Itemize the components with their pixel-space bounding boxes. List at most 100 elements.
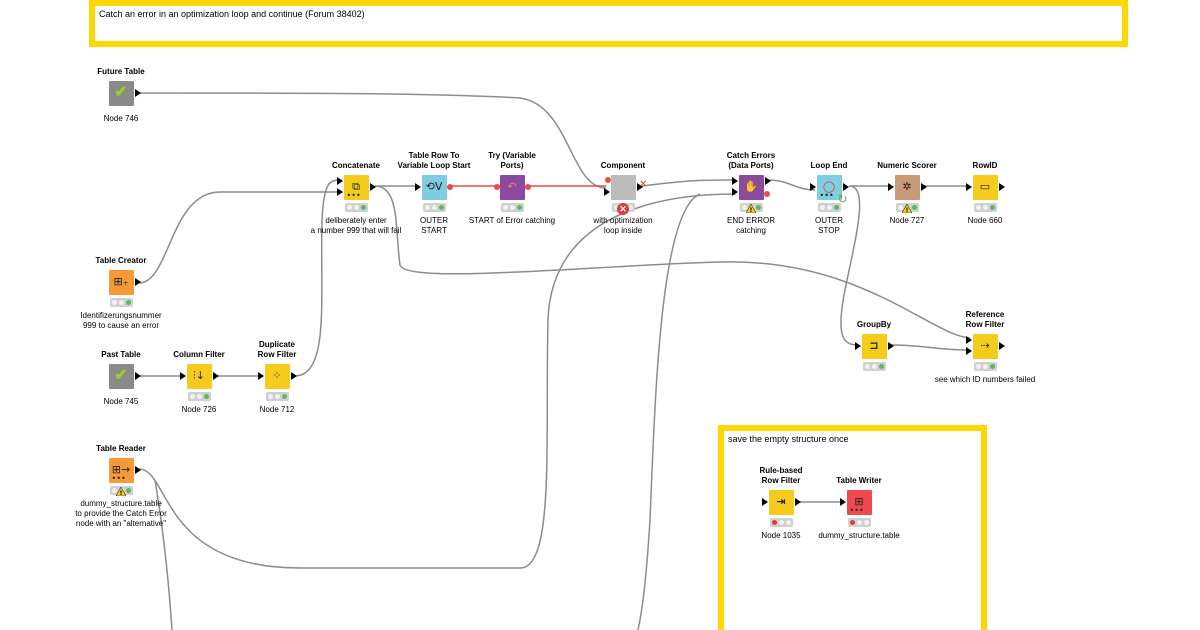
node-icon[interactable]: ▭ bbox=[965, 175, 1005, 200]
node-table-row-to-variable-loop-start[interactable]: Table Row To Variable Loop Start ⟲V OUTE… bbox=[379, 151, 489, 236]
node-icon[interactable]: ⟲V bbox=[414, 175, 453, 200]
input-port[interactable] bbox=[336, 188, 343, 196]
workflow-annotation-save-structure[interactable]: save the empty structure once bbox=[718, 425, 987, 630]
input-port[interactable] bbox=[965, 336, 972, 344]
output-port[interactable] bbox=[134, 466, 141, 474]
node-icon[interactable]: ◯ ••• ↻ bbox=[809, 175, 849, 206]
variable-input-port[interactable] bbox=[604, 177, 611, 183]
output-port[interactable] bbox=[134, 89, 141, 97]
loop-start-icon: ⟲V bbox=[425, 180, 443, 193]
svg-text:!: ! bbox=[906, 207, 909, 213]
variable-output-port[interactable] bbox=[524, 184, 531, 190]
node-reference-row-filter[interactable]: Reference Row Filter ⇢ see which ID numb… bbox=[930, 310, 1040, 385]
node-icon[interactable]: ↶ bbox=[493, 175, 531, 200]
input-port[interactable] bbox=[854, 342, 861, 350]
input-port[interactable] bbox=[603, 188, 610, 196]
node-icon[interactable]: ✔ bbox=[108, 81, 141, 106]
rule-filter-icon: ⇥ bbox=[776, 495, 786, 508]
node-label: Node 712 bbox=[259, 405, 295, 414]
variable-input-port[interactable] bbox=[493, 184, 500, 190]
node-label: with optimization loop inside bbox=[593, 216, 653, 235]
node-loop-end[interactable]: Loop End ◯ ••• ↻ OUTER STOP bbox=[774, 161, 884, 236]
output-port[interactable] bbox=[290, 372, 297, 380]
node-icon[interactable]: ⫶↓ bbox=[179, 364, 219, 389]
node-label: dummy_structure.table to provide the Cat… bbox=[75, 499, 167, 528]
input-port[interactable] bbox=[414, 183, 421, 191]
node-catch-errors[interactable]: Catch Errors (Data Ports) ✋ ! END ERROR … bbox=[696, 151, 806, 236]
node-title: Loop End bbox=[810, 161, 848, 170]
node-column-filter[interactable]: Column Filter ⫶↓ Node 726 bbox=[144, 350, 254, 415]
output-port[interactable] bbox=[887, 342, 894, 350]
node-icon[interactable]: ⇥ bbox=[761, 490, 801, 515]
input-port[interactable] bbox=[839, 498, 846, 506]
output-port[interactable] bbox=[764, 177, 771, 185]
input-port[interactable] bbox=[257, 372, 264, 380]
node-label: END ERROR catching bbox=[726, 216, 775, 235]
node-rowid[interactable]: RowID ▭ Node 660 bbox=[930, 161, 1040, 226]
input-port[interactable] bbox=[761, 498, 768, 506]
table-creator-icon: ⊞₊ bbox=[113, 275, 129, 288]
workflow-annotation-title[interactable]: Catch an error in an optimization loop a… bbox=[89, 0, 1128, 47]
output-port[interactable] bbox=[920, 183, 927, 191]
variable-output-port[interactable] bbox=[446, 184, 453, 190]
node-label: Identifizerungsnummer 999 to cause an er… bbox=[80, 311, 162, 330]
check-icon: ✔ bbox=[114, 84, 128, 101]
node-table-reader[interactable]: Table Reader ⊞→ ••• ! dummy_structure.ta… bbox=[66, 444, 176, 529]
loop-arrow-icon: ↻ bbox=[837, 192, 848, 206]
node-icon[interactable]: ⊞ ••• bbox=[839, 490, 872, 515]
node-numeric-scorer[interactable]: Numeric Scorer ✲ ! Node 727 bbox=[852, 161, 962, 226]
node-title: Table Creator bbox=[95, 256, 147, 265]
output-port[interactable] bbox=[134, 372, 141, 380]
output-port[interactable] bbox=[998, 342, 1005, 350]
node-icon[interactable]: ⇢ bbox=[965, 334, 1005, 359]
node-icon[interactable]: ⧉ ••• bbox=[336, 175, 376, 200]
input-port[interactable] bbox=[731, 188, 738, 196]
node-table-creator[interactable]: Table Creator ⊞₊ Identifizerungsnummer 9… bbox=[66, 256, 176, 331]
node-try-variable-ports[interactable]: Try (Variable Ports) ↶ START of Error ca… bbox=[457, 151, 567, 226]
node-concatenate[interactable]: Concatenate ⧉ ••• deliberately enter a n… bbox=[301, 161, 411, 236]
status-indicator bbox=[817, 203, 841, 212]
node-title: Component bbox=[600, 161, 646, 170]
input-port[interactable] bbox=[809, 183, 816, 191]
input-port[interactable] bbox=[731, 177, 738, 185]
input-port[interactable] bbox=[179, 372, 186, 380]
output-port[interactable] bbox=[998, 183, 1005, 191]
input-port[interactable] bbox=[887, 183, 894, 191]
node-title: Numeric Scorer bbox=[877, 161, 937, 170]
node-label: OUTER START bbox=[420, 216, 448, 235]
node-icon[interactable]: ⊞→ ••• bbox=[108, 458, 141, 483]
output-port[interactable] bbox=[636, 183, 643, 191]
node-icon[interactable]: ⊐ bbox=[854, 334, 894, 359]
dots-icon: ••• bbox=[346, 191, 361, 200]
node-rule-based-row-filter[interactable]: Rule-based Row Filter ⇥ Node 1035 bbox=[726, 466, 836, 541]
output-port[interactable] bbox=[369, 183, 376, 191]
node-title: Column Filter bbox=[173, 350, 225, 359]
input-port[interactable] bbox=[965, 347, 972, 355]
node-component[interactable]: Component ✕ ✕ with optimization loop ins… bbox=[568, 161, 678, 236]
output-port[interactable] bbox=[134, 278, 141, 286]
node-title: Table Writer bbox=[836, 476, 882, 485]
node-label: dummy_structure.table bbox=[818, 531, 900, 540]
variable-output-port[interactable] bbox=[763, 191, 770, 197]
node-icon[interactable]: ✲ bbox=[887, 175, 927, 200]
node-title: Rule-based Row Filter bbox=[759, 466, 803, 485]
connection-future-to-component bbox=[138, 92, 607, 189]
node-groupby[interactable]: GroupBy ⊐ bbox=[819, 320, 929, 371]
output-port[interactable] bbox=[794, 498, 801, 506]
node-icon[interactable]: ✔ bbox=[108, 364, 141, 389]
node-table-writer[interactable]: Table Writer ⊞ ••• dummy_structure.table bbox=[804, 476, 914, 541]
input-port[interactable] bbox=[965, 183, 972, 191]
node-icon[interactable]: ⊞₊ bbox=[108, 270, 141, 295]
node-icon[interactable]: ✕ bbox=[603, 175, 648, 200]
node-duplicate-row-filter[interactable]: Duplicate Row Filter ⁘ Node 712 bbox=[222, 340, 332, 415]
output-port[interactable] bbox=[212, 372, 219, 380]
node-past-table[interactable]: Past Table ✔ Node 745 bbox=[66, 350, 176, 407]
node-icon[interactable]: ⁘ bbox=[257, 364, 297, 389]
input-port[interactable] bbox=[336, 177, 343, 185]
try-icon: ↶ bbox=[507, 180, 517, 193]
node-future-table[interactable]: Future Table ✔ Node 746 bbox=[66, 67, 176, 124]
node-icon[interactable]: ✋ bbox=[731, 175, 771, 200]
output-port[interactable] bbox=[842, 183, 849, 191]
dots-icon: ••• bbox=[849, 506, 864, 515]
node-title: GroupBy bbox=[856, 320, 892, 329]
